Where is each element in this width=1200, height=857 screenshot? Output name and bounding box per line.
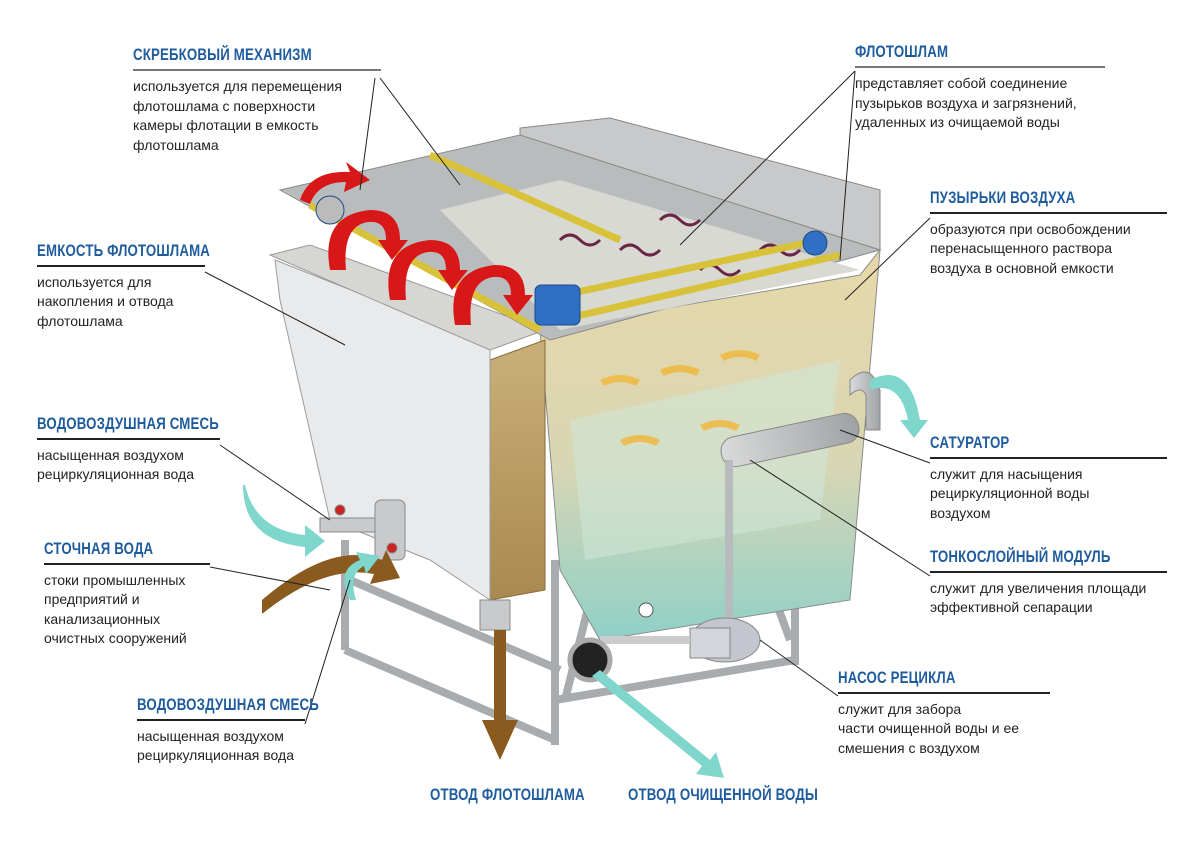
callout-text: образуются при освобождении	[930, 220, 1131, 237]
divider	[37, 438, 220, 440]
callout-title: СТОЧНАЯ ВОДА	[44, 539, 154, 558]
callout-sludge-tank: ЕМКОСТЬ ФЛОТОШЛАМА используется для нако…	[37, 241, 259, 331]
callout-title: САТУРАТОР	[930, 433, 1010, 452]
callout-text: используется для	[37, 273, 152, 290]
divider	[137, 719, 305, 721]
callout-recycle-pump: НАСОС РЕЦИКЛА служит для забора части оч…	[838, 668, 1050, 758]
callout-title: ТОНКОСЛОЙНЫЙ МОДУЛЬ	[930, 547, 1111, 566]
divider	[855, 66, 1105, 68]
callout-text: служит для увеличения площади	[930, 579, 1147, 596]
divider	[930, 571, 1167, 573]
callout-text: рециркуляционная вода	[37, 466, 194, 482]
callout-wastewater: СТОЧНАЯ ВОДА стоки промышленных предприя…	[44, 539, 210, 649]
callout-title: ВОДОВОЗДУШНАЯ СМЕСЬ	[137, 695, 319, 714]
callout-text: насыщенная воздухом	[37, 446, 184, 463]
callout-text: очистных сооружений	[44, 630, 187, 646]
callout-title: ОТВОД ОЧИЩЕННОЙ ВОДЫ	[628, 785, 819, 804]
callout-flotosludge: ФЛОТОШЛАМ представляет собой соединение …	[855, 42, 1105, 133]
callout-title: ФЛОТОШЛАМ	[855, 42, 949, 61]
callout-text: накопления и отвода	[37, 293, 174, 309]
callout-saturator: САТУРАТОР служит для насыщения рециркуля…	[930, 433, 1167, 523]
divider	[838, 692, 1050, 694]
callout-air-bubbles: ПУЗЫРЬКИ ВОЗДУХА образуются при освобожд…	[930, 188, 1167, 278]
divider	[930, 212, 1167, 214]
callout-text: воздухом	[930, 504, 991, 521]
callout-text: стоки промышленных	[44, 571, 186, 588]
callout-text: флотошлама с поверхности	[133, 97, 316, 114]
callout-text: представляет собой соединение	[855, 75, 1068, 91]
callout-text: служит для насыщения	[930, 465, 1083, 482]
divider	[930, 457, 1167, 459]
label-sludge-outlet: ОТВОД ФЛОТОШЛАМА	[430, 785, 628, 805]
callout-text: части очищенной воды и ее	[838, 720, 1020, 736]
callout-title: СКРЕБКОВЫЙ МЕХАНИЗМ	[133, 45, 312, 64]
callout-air-water-mix-2: ВОДОВОЗДУШНАЯ СМЕСЬ насыщенная воздухом …	[137, 695, 370, 766]
divider	[44, 563, 210, 565]
callout-text: смешения с воздухом	[838, 739, 980, 756]
scraper-arrows	[300, 162, 533, 325]
callout-text: воздуха в основной емкости	[930, 259, 1114, 276]
scraper-motors	[315, 195, 828, 326]
clean-water-arrow	[592, 670, 724, 778]
label-clean-water-outlet: ОТВОД ОЧИЩЕННОЙ ВОДЫ	[628, 785, 872, 805]
callout-text: флотошлама	[133, 136, 219, 153]
callout-text: канализационных	[44, 610, 161, 627]
bubble-arrows	[600, 350, 760, 446]
callout-text: эффективной сепарации	[930, 599, 1093, 615]
leader-lines	[204, 70, 931, 725]
callout-text: используется для перемещения	[133, 78, 342, 94]
lamella-module	[570, 360, 840, 560]
callout-text: рециркуляционной воды	[930, 485, 1090, 501]
inlet-pipes	[319, 499, 511, 631]
saturator-arrow	[870, 375, 928, 438]
callout-text: флотошлама	[37, 312, 123, 329]
divider	[133, 69, 381, 71]
callout-text: предприятий и	[44, 591, 140, 607]
callout-title: ВОДОВОЗДУШНАЯ СМЕСЬ	[37, 414, 219, 433]
callout-scraper-mechanism: СКРЕБКОВЫЙ МЕХАНИЗМ используется для пер…	[133, 45, 381, 155]
sludge-outlet-arrow	[482, 630, 518, 760]
callout-text: удаленных из очищаемой воды	[855, 114, 1060, 130]
callout-title: ЕМКОСТЬ ФЛОТОШЛАМА	[37, 241, 211, 260]
callout-title: ОТВОД ФЛОТОШЛАМА	[430, 785, 585, 804]
wastewater-arrow	[262, 550, 400, 614]
callout-text: служит для забора	[838, 700, 962, 717]
foam-squiggles	[558, 213, 802, 277]
callout-text: камеры флотации в емкость	[133, 117, 319, 133]
callout-text: рециркуляционная вода	[137, 747, 294, 763]
callout-air-water-mix-1: ВОДОВОЗДУШНАЯ СМЕСЬ насыщенная воздухом …	[37, 414, 270, 485]
air-water-arrow-1	[243, 485, 325, 557]
callout-text: пузырьков воздуха и загрязнений,	[855, 94, 1077, 111]
divider	[37, 265, 205, 267]
callout-text: насыщенная воздухом	[137, 727, 284, 744]
callout-title: НАСОС РЕЦИКЛА	[838, 668, 956, 687]
callout-lamella-module: ТОНКОСЛОЙНЫЙ МОДУЛЬ служит для увеличени…	[930, 547, 1167, 618]
sludge-chamber	[489, 339, 546, 601]
callout-text: перенасыщенного раствора	[930, 240, 1113, 256]
callout-title: ПУЗЫРЬКИ ВОЗДУХА	[930, 188, 1076, 207]
recycle-pump	[600, 602, 761, 663]
air-water-arrow-2	[344, 552, 380, 600]
